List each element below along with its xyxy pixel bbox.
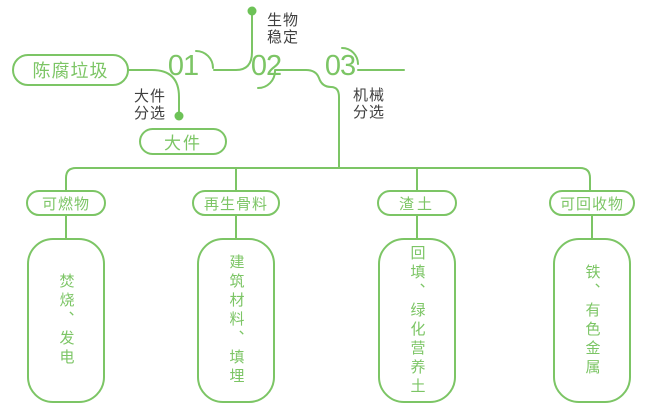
bulky-items-node: 大件: [139, 128, 227, 155]
result-text: 建筑材料、填埋: [227, 254, 245, 387]
arc-step01: [195, 50, 214, 69]
arc-step02: [257, 70, 276, 89]
bulky-items-label: 大件: [164, 134, 202, 153]
category-node-combustible: 可燃物: [26, 190, 106, 216]
source-node: 陈腐垃圾: [12, 54, 129, 86]
result-text: 焚烧、发电: [57, 273, 75, 368]
result-text: 铁、有色金属: [583, 263, 601, 378]
step-02-label: 生物 稳定: [267, 12, 300, 46]
line-source-to-step01: [128, 69, 180, 113]
dot-bio-branch: [247, 6, 257, 16]
result-box-recycled-aggregate: 建筑材料、填埋: [197, 238, 275, 403]
category-node-recyclable: 可回收物: [549, 190, 635, 216]
category-node-recycled-aggregate: 再生骨料: [192, 190, 280, 216]
arc-step03: [341, 47, 359, 65]
category-node-slag-soil: 渣土: [377, 190, 457, 216]
category-label: 再生骨料: [203, 195, 268, 213]
step-01-label: 大件 分选: [134, 88, 167, 122]
step-02-number: 02: [250, 50, 282, 82]
line-step01-to-step02: [213, 14, 253, 71]
step-01-number: 01: [167, 50, 199, 82]
result-box-recyclable: 铁、有色金属: [553, 238, 631, 403]
category-label: 可燃物: [41, 195, 90, 213]
line-step02-to-distribution: [274, 69, 340, 169]
result-box-slag-soil: 回填、绿化营养土: [378, 238, 456, 403]
distribution-bar: [65, 167, 591, 191]
category-label: 渣土: [398, 195, 435, 213]
step-03-number: 03: [324, 50, 356, 82]
result-box-combustible: 焚烧、发电: [27, 238, 105, 403]
category-label: 可回收物: [559, 195, 624, 213]
result-text: 回填、绿化营养土: [408, 244, 426, 397]
source-node-label: 陈腐垃圾: [32, 61, 109, 81]
dot-bulky-branch: [174, 111, 184, 121]
step-03-label: 机械 分选: [353, 87, 386, 121]
